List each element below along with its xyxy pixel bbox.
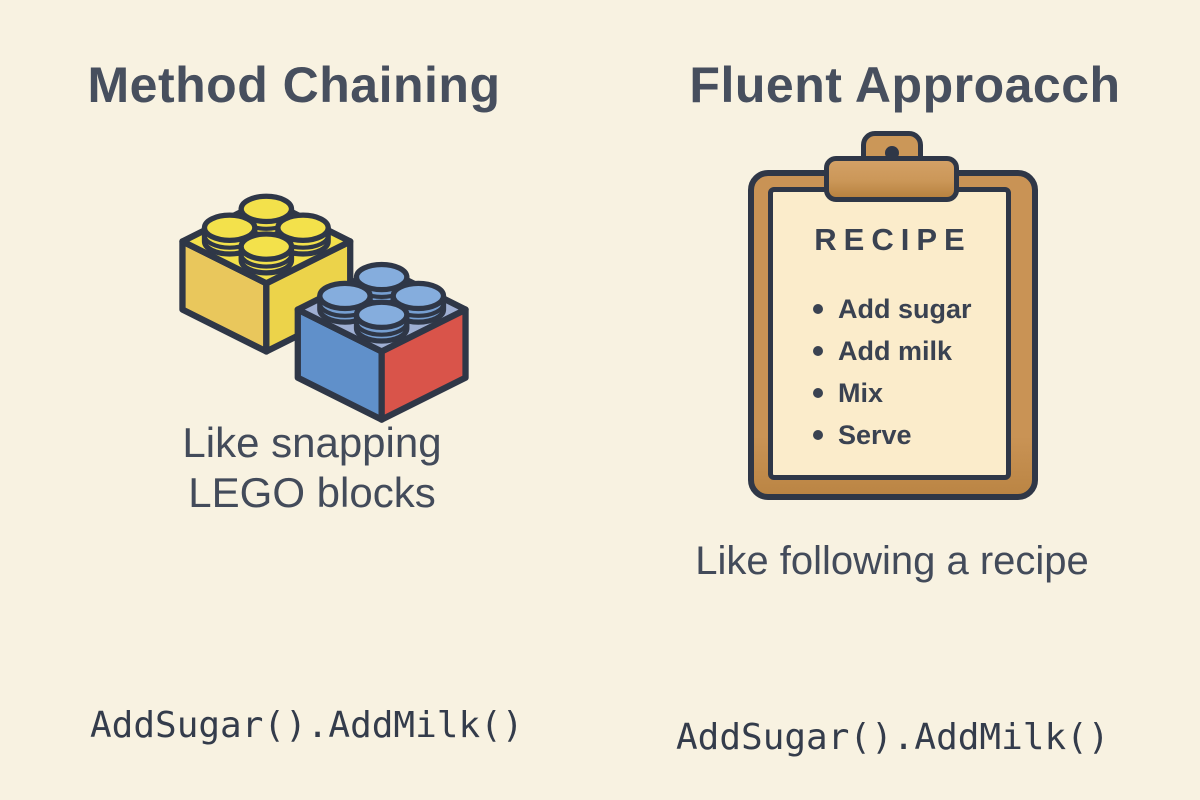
bullet-dot-icon <box>813 430 823 440</box>
bullet-dot-icon <box>813 388 823 398</box>
recipe-heading: RECIPE <box>814 222 972 257</box>
clipboard-paper: RECIPE Add sugar Add milk Mix Serve <box>768 187 1011 480</box>
recipe-item-label: Add sugar <box>838 293 972 324</box>
recipe-item: Add sugar <box>813 288 1006 330</box>
yellow-brick-studs <box>201 193 331 276</box>
bullet-dot-icon <box>813 346 823 356</box>
right-caption: Like following a recipe <box>695 539 1089 583</box>
right-code-line1: AddSugar().AddMilk() <box>676 717 1110 758</box>
recipe-item-label: Add milk <box>838 335 953 366</box>
right-code-snippet: AddSugar().AddMilk() Mix().Serve(); <box>676 608 1109 800</box>
bullet-dot-icon <box>813 304 823 314</box>
recipe-item-label: Mix <box>838 377 884 408</box>
recipe-list: Add sugar Add milk Mix Serve <box>813 288 1006 456</box>
recipe-item: Serve <box>813 414 1006 456</box>
blue-brick-studs <box>317 261 447 344</box>
recipe-item-label: Serve <box>838 419 912 450</box>
recipe-item: Add milk <box>813 330 1006 372</box>
lego-bricks-illustration <box>179 193 469 423</box>
left-code-line1: AddSugar().AddMilk() <box>90 705 524 746</box>
right-title: Fluent Approacch <box>689 57 1121 113</box>
clipboard-board: RECIPE Add sugar Add milk Mix Serve <box>748 170 1038 500</box>
clipboard-clip-body <box>824 156 959 202</box>
left-code-snippet: AddSugar().AddMilk() AddCoffee().Mix(); <box>90 596 523 800</box>
left-caption-line1: Like snapping <box>182 419 442 466</box>
clipboard-clip-hole-icon <box>885 146 899 160</box>
left-caption-line2: LEGO blocks <box>188 468 436 516</box>
recipe-item: Mix <box>813 372 1006 414</box>
left-title: Method Chaining <box>87 57 501 113</box>
left-caption: Like snapping LEGO blocks <box>12 418 612 517</box>
